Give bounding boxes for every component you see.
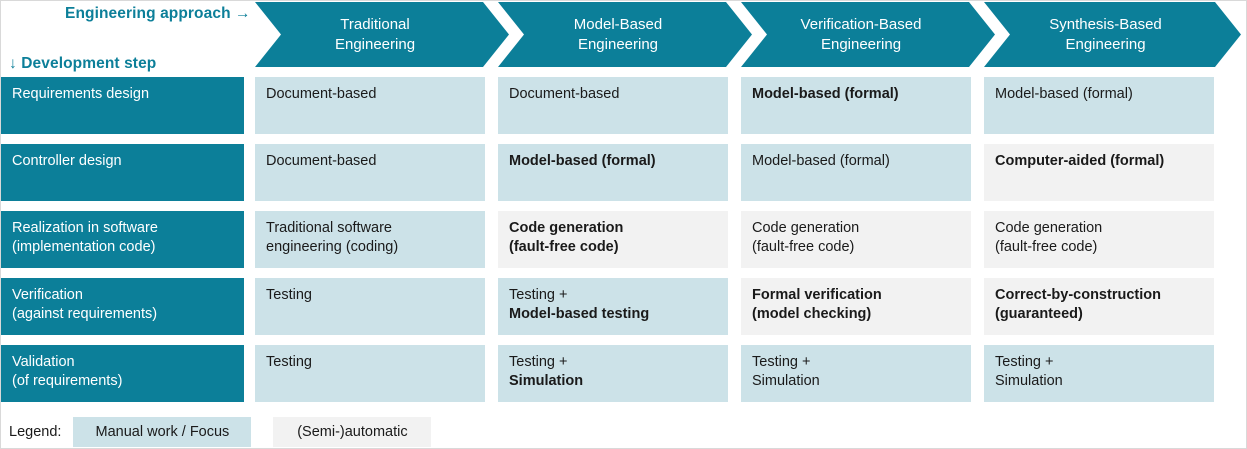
column-header-label: Synthesis-Based Engineering <box>1049 15 1162 53</box>
matrix-cell[interactable]: Testing <box>255 345 485 402</box>
matrix-cell[interactable]: Document-based <box>255 144 485 201</box>
matrix-cell[interactable]: Formal verification(model checking) <box>741 278 971 335</box>
column-header-synthesis-based-engineering[interactable]: Synthesis-Based Engineering <box>984 2 1241 67</box>
column-header-chevron-band: Traditional Engineering Model-Based Engi… <box>255 2 1247 67</box>
matrix-cell[interactable]: Testing +Simulation <box>498 345 728 402</box>
matrix-cell[interactable]: Testing <box>255 278 485 335</box>
matrix-cell[interactable]: Testing +Simulation <box>984 345 1214 402</box>
legend-swatch-manual-work: Manual work / Focus <box>73 417 252 447</box>
engineering-approach-axis-label: Engineering approach → <box>65 5 251 22</box>
matrix-cell[interactable]: Correct-by-construction(guaranteed) <box>984 278 1214 335</box>
column-header-verification-based-engineering[interactable]: Verification-Based Engineering <box>741 2 995 67</box>
legend-swatch-semi-automatic: (Semi-)automatic <box>273 417 432 447</box>
legend-title: Legend: <box>9 424 62 440</box>
matrix-cell[interactable]: Code generation(fault-free code) <box>984 211 1214 268</box>
legend: Legend: Manual work / Focus (Semi-)autom… <box>9 417 432 447</box>
matrix-cell[interactable]: Model-based (formal) <box>741 77 971 134</box>
development-step-axis-label: ↓ Development step <box>9 55 157 72</box>
matrix-cell[interactable]: Document-based <box>255 77 485 134</box>
column-header-label: Traditional Engineering <box>334 15 416 53</box>
matrix-cell[interactable]: Model-based (formal) <box>741 144 971 201</box>
column-header-label: Verification-Based Engineering <box>800 15 922 53</box>
matrix-cell[interactable]: Code generation(fault-free code) <box>498 211 728 268</box>
row-label-validation: Validation (of requirements) <box>1 345 244 402</box>
column-header-model-based-engineering[interactable]: Model-Based Engineering <box>498 2 752 67</box>
row-label-requirements-design: Requirements design <box>1 77 244 134</box>
matrix-cell[interactable]: Computer-aided (formal) <box>984 144 1214 201</box>
matrix-cell[interactable]: Document-based <box>498 77 728 134</box>
matrix-cell[interactable]: Model-based (formal) <box>984 77 1214 134</box>
matrix-cell[interactable]: Testing +Simulation <box>741 345 971 402</box>
column-header-traditional-engineering[interactable]: Traditional Engineering <box>255 2 509 67</box>
row-label-controller-design: Controller design <box>1 144 244 201</box>
row-label-verification: Verification (against requirements) <box>1 278 244 335</box>
column-header-label: Model-Based Engineering <box>573 15 663 53</box>
matrix-cell[interactable]: Code generation(fault-free code) <box>741 211 971 268</box>
matrix-cell[interactable]: Model-based (formal) <box>498 144 728 201</box>
row-label-realization-in-software: Realization in software (implementation … <box>1 211 244 268</box>
matrix-cell[interactable]: Testing +Model-based testing <box>498 278 728 335</box>
